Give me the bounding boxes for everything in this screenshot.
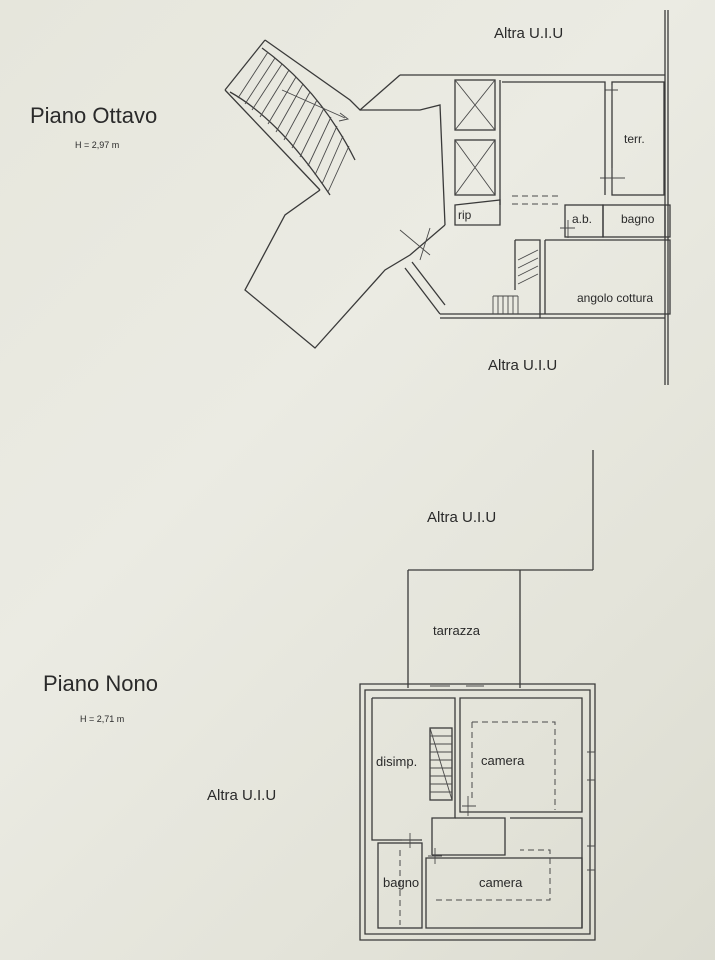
- floor8-plan: [224, 10, 671, 385]
- room-label-camera-1: camera: [481, 753, 525, 768]
- floor8-title: Piano Ottavo: [30, 103, 158, 128]
- room-label-rip: rip: [458, 208, 472, 222]
- floor8-height: H = 2,97 m: [75, 140, 120, 150]
- room-label-tarrazza: tarrazza: [433, 623, 480, 638]
- room-label-bagno-8: bagno: [621, 212, 655, 226]
- room-label-camera-2: camera: [479, 875, 523, 890]
- floor9-stair: [429, 727, 453, 801]
- floor8-neighbor-top: Altra U.I.U: [494, 25, 564, 42]
- room-label-angolo-cottura: angolo cottura: [577, 291, 654, 305]
- floor9-title: Piano Nono: [43, 671, 158, 696]
- room-label-ab: a.b.: [572, 212, 593, 226]
- room-label-disimp: disimp.: [376, 754, 418, 769]
- floor9-neighbor-top: Altra U.I.U: [427, 509, 497, 526]
- floor8-neighbor-bottom: Altra U.I.U: [488, 357, 558, 374]
- shaft-boxes: [454, 79, 501, 205]
- room-label-terr: terr.: [624, 132, 645, 146]
- room-label-bagno-9: bagno: [383, 875, 420, 890]
- inner-stair: [492, 239, 541, 318]
- floor9-height: H = 2,71 m: [80, 714, 125, 724]
- curved-staircase: [229, 47, 356, 196]
- floor9-plan: [359, 450, 596, 941]
- floor9-neighbor-left: Altra U.I.U: [207, 787, 277, 804]
